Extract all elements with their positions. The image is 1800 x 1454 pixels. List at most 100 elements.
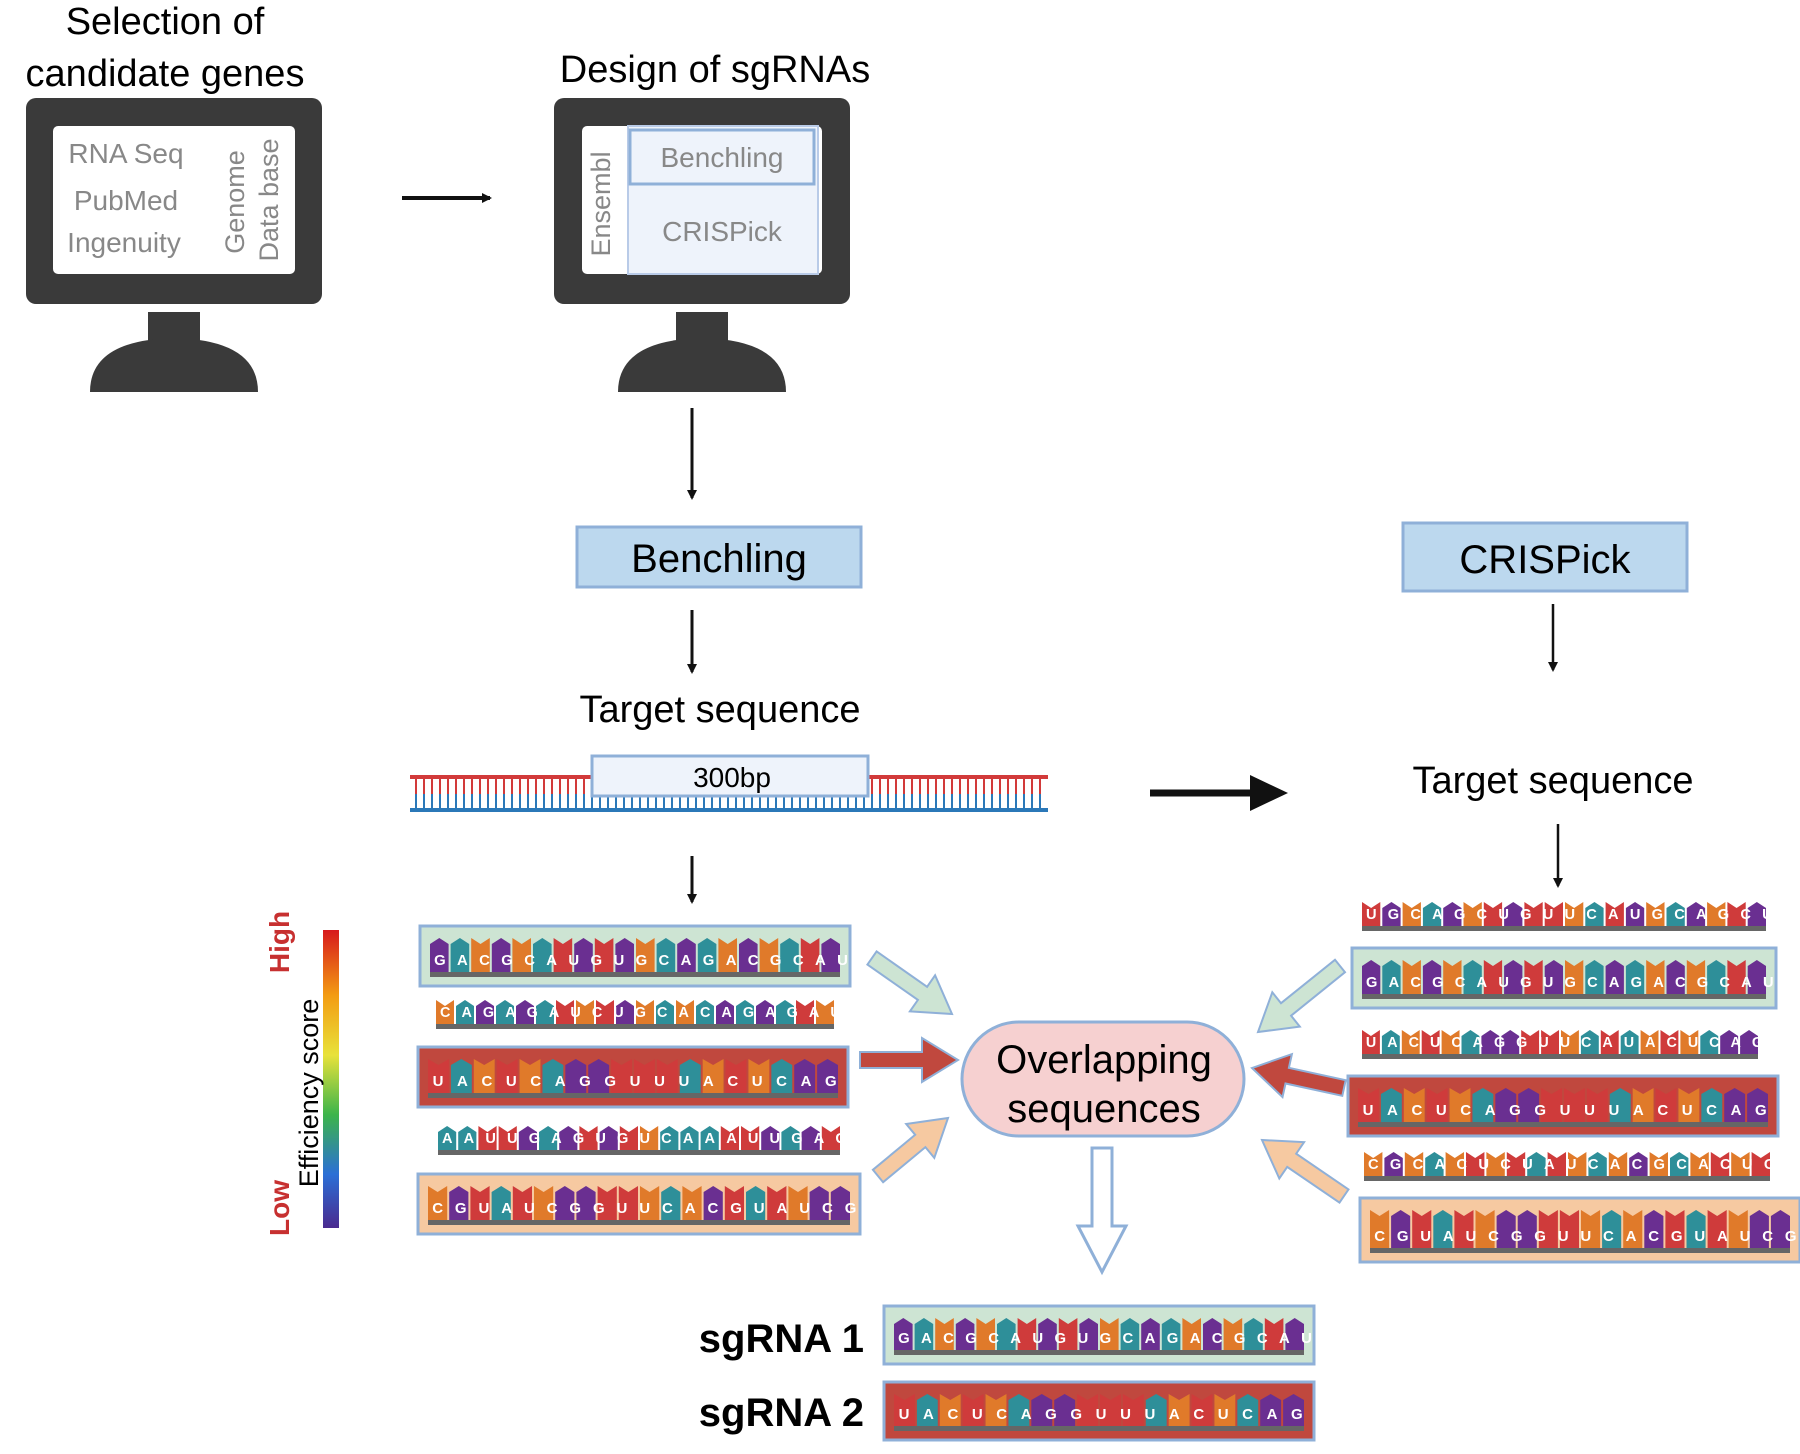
nucleotide-g (1496, 1210, 1516, 1248)
nucleotide-u (1655, 1088, 1677, 1122)
nucleotide-g (716, 1000, 734, 1024)
sgrna-sequence: GACGCAUGUGCAGACGCAUG (882, 1304, 1335, 1366)
arrow-right-head (1250, 775, 1288, 811)
sequence-letters: UACUCAGGUUUACUCAGG (1363, 1102, 1800, 1119)
nucleotide-a (438, 1126, 457, 1150)
nucleotide-a (1666, 902, 1685, 926)
nucleotide-g (1518, 1088, 1540, 1122)
nucleotide-c (1370, 1210, 1390, 1248)
nucleotide-u (1264, 1318, 1284, 1350)
nucleotide-a (1585, 960, 1604, 994)
nucleotide-a (1686, 1210, 1706, 1248)
nucleotide-g (1720, 1030, 1739, 1054)
nucleotide-a (1008, 1394, 1030, 1426)
nucleotide-g (1443, 902, 1462, 926)
nucleotide-g (1747, 902, 1766, 926)
sgrna-sequence: GACGCAUGUGCAGACGCAUG (418, 924, 871, 988)
nucleotide-g (1724, 1088, 1746, 1122)
nucleotide-u (800, 938, 820, 972)
down-arrow-icon (1075, 1146, 1129, 1276)
nucleotide-g (1362, 960, 1381, 994)
nucleotide-a (1588, 1152, 1607, 1176)
overlap-label-line2: sequences (1007, 1087, 1200, 1131)
nucleotide-g (449, 1186, 469, 1220)
nucleotide-g (616, 1000, 634, 1024)
nucleotide-c (1223, 1318, 1243, 1350)
strand-backbone (1362, 926, 1766, 931)
sequence-letters: AAUUGAGUGUCAAAUUGAGU (442, 1131, 880, 1147)
nucleotide-g (1141, 1318, 1160, 1350)
nucleotide-c (640, 1186, 660, 1220)
nucleotide-a (458, 1126, 477, 1150)
nucleotide-u (1358, 1088, 1379, 1122)
nucleotide-a (776, 1000, 794, 1024)
nucleotide-g (1203, 1318, 1222, 1350)
nucleotide-a (1609, 1088, 1631, 1122)
nucleotide-c (1404, 1152, 1424, 1176)
nucleotide-g (574, 938, 593, 972)
nucleotide-g (1501, 1030, 1520, 1054)
nucleotide-c (1678, 1088, 1700, 1122)
nucleotide-u (894, 1394, 915, 1426)
nucleotide-c (816, 1000, 834, 1024)
nucleotide-c (1728, 1210, 1748, 1248)
scale-high-label: High (264, 911, 295, 973)
nucleotide-c (1441, 1030, 1460, 1054)
sgrna-sequence: UACUCAGGUUCAUACUCAGG (1362, 1030, 1796, 1059)
nucleotide-g (1038, 1318, 1057, 1350)
nucleotide-a (1701, 1088, 1723, 1122)
nucleotide-a (661, 1186, 681, 1220)
nucleotide-g (1495, 1088, 1517, 1122)
nucleotide-g (576, 1186, 596, 1220)
strand-backbone (1370, 1248, 1790, 1253)
nucleotide-c (1168, 1394, 1190, 1426)
nucleotide-a (1527, 1152, 1546, 1176)
step1-title-line1: Selection of (66, 1, 265, 43)
nucleotide-a (1463, 960, 1482, 994)
nucleotide-u (741, 1126, 760, 1150)
nucleotide-u (596, 1000, 614, 1024)
nucleotide-g (1391, 1210, 1411, 1248)
nucleotide-c (682, 1186, 702, 1220)
nucleotide-c (1632, 1088, 1654, 1122)
step1-item-rnaseq: RNA Seq (68, 138, 183, 169)
crispick-box-label: CRISPick (1459, 538, 1631, 582)
orange-arrow-icon (1260, 1138, 1350, 1204)
nucleotide-c (1731, 1152, 1750, 1176)
sequence-letters: CGUAUCGGUUCACGUAUCGG (432, 1200, 892, 1217)
nucleotide-a (656, 938, 676, 972)
nucleotide-u (478, 1126, 497, 1150)
efficiency-color-scale (323, 930, 339, 1228)
orange-arrow-icon (871, 1116, 950, 1184)
step1-item-ingenuity: Ingenuity (67, 227, 181, 258)
red-arrow-icon (859, 1036, 960, 1084)
nucleotide-c (1565, 902, 1584, 926)
nucleotide-c (1403, 1088, 1425, 1122)
nucleotide-u (821, 1126, 840, 1150)
nucleotide-u (512, 1186, 532, 1220)
nucleotide-a (746, 1186, 766, 1220)
nucleotide-u (1100, 1394, 1121, 1426)
nucleotide-a (1145, 1394, 1167, 1426)
block-arrows (859, 950, 1350, 1276)
nucleotide-g (1031, 1394, 1053, 1426)
nucleotide-u (1122, 1394, 1144, 1426)
nucleotide-u (1586, 1088, 1608, 1122)
sequence-letters: UACUCAGGUUCAUACUCAGG (1366, 1035, 1796, 1051)
nucleotide-u (1483, 902, 1503, 926)
nucleotide-g (830, 1186, 850, 1220)
nucleotide-a (539, 1126, 558, 1150)
nucleotide-a (1472, 1088, 1494, 1122)
nucleotide-a (1602, 1210, 1622, 1248)
nucleotide-u (1058, 1318, 1078, 1350)
nucleotide-u (1605, 902, 1624, 926)
nucleotide-a (1244, 1318, 1263, 1350)
nucleotide-g (1504, 960, 1523, 994)
nucleotide-u (724, 1186, 744, 1220)
nucleotide-a (450, 1059, 472, 1093)
nucleotide-u (594, 938, 614, 972)
sequence-letters: UGCAGCUGUUCAUGCAGCUG (1366, 907, 1800, 923)
nucleotide-g (1666, 960, 1685, 994)
nucleotide-g (1770, 1210, 1790, 1248)
